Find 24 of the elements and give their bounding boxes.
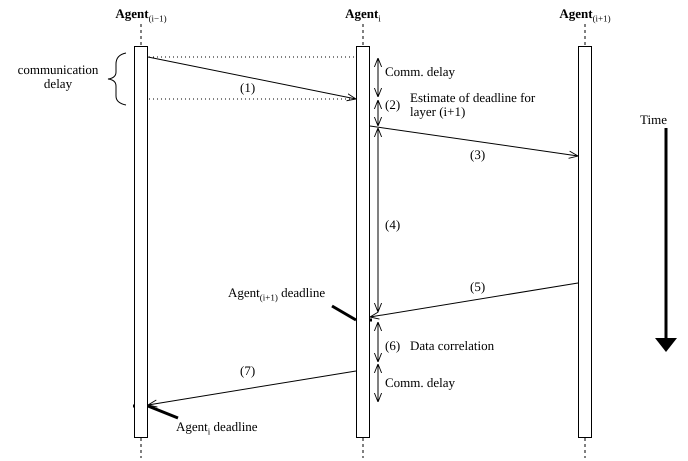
deadline-label: Agent$_{(i+1)}$ deadline [228, 286, 326, 305]
message-arrow [148, 370, 356, 408]
message-arrow [148, 56, 356, 102]
message-arrow [370, 282, 578, 320]
edge-label: (5) [470, 280, 486, 294]
agent-label: Agent$_{(i−1)}$ [114, 6, 168, 24]
dimension-label: Comm. delay [385, 65, 456, 79]
brace-label: communication delay [16, 63, 100, 91]
axis-label: Time [640, 113, 667, 127]
step-number: (6) [385, 339, 400, 353]
edge-label: (3) [470, 148, 486, 162]
dimension-label: Comm. delay [385, 376, 456, 390]
deadline-label: Agent$_{i}$ deadline [176, 420, 258, 439]
edge-label: (1) [240, 81, 256, 95]
message-arrow [370, 126, 578, 159]
step-description: Data correlation [410, 339, 494, 353]
leader-line [331, 304, 357, 322]
agent-label: Agent$_{i}$ [344, 6, 382, 24]
step-number: (2) [385, 98, 400, 112]
step-description: Estimate of deadline for layer (i+1) [410, 91, 536, 119]
agent-label: Agent$_{(i+1)}$ [558, 6, 612, 24]
leader-line [147, 404, 179, 420]
edge-label: (7) [240, 364, 256, 378]
step-number: (4) [385, 218, 400, 232]
